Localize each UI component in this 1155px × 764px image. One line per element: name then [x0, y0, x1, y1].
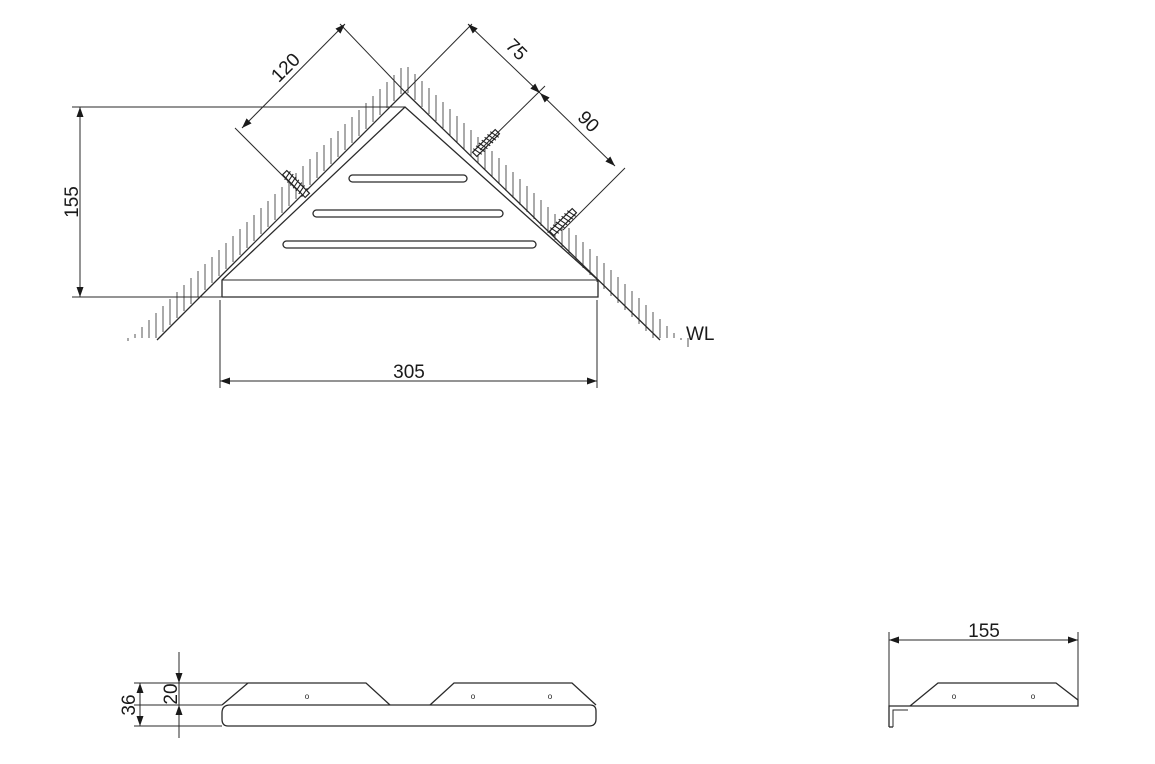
screw-hole-mark: o	[548, 692, 553, 701]
dimension-width-label: 305	[393, 362, 425, 383]
screw-icon	[281, 169, 311, 199]
drain-slot-2	[312, 209, 504, 218]
wall-label: WL	[686, 324, 715, 345]
screw-hole-mark: o	[952, 692, 957, 701]
wall-line-left	[156, 91, 406, 341]
dimension-left-side-label: 120	[267, 49, 304, 86]
screw-rib	[552, 224, 562, 231]
extension-line	[339, 23, 406, 93]
screw-rib	[561, 215, 571, 223]
side-shelf-profile	[909, 682, 1079, 707]
dimension-line-left-side	[241, 23, 346, 129]
screw-rib	[487, 134, 497, 141]
shelf-outline	[221, 106, 599, 298]
extension-line	[562, 167, 626, 231]
side-wall-bracket	[888, 705, 910, 727]
screw-icon	[471, 128, 501, 158]
screw-rib	[484, 136, 494, 144]
wall-hatching-left	[127, 68, 402, 341]
screw-hole-mark: o	[305, 692, 310, 701]
front-view: o o o 36 20	[119, 652, 597, 738]
screw-rib	[481, 139, 491, 147]
wall-screws	[281, 128, 578, 237]
extension-line	[404, 23, 473, 93]
extension-line	[234, 127, 298, 191]
screw-hole-mark: o	[1031, 692, 1036, 701]
screw-rib	[472, 148, 483, 155]
screw-rib	[489, 131, 500, 138]
dimension-line-screw-offset	[467, 23, 541, 94]
screw-rib	[475, 145, 485, 152]
screw-rib	[301, 187, 308, 198]
dimension-rail-height-label: 20	[161, 683, 182, 704]
screw-icon	[548, 207, 578, 237]
screw-rib	[549, 227, 560, 234]
drain-slot-3	[282, 240, 537, 249]
front-base-plate	[221, 704, 597, 727]
dimension-side-depth-label: 155	[968, 621, 1000, 642]
front-rail-left	[221, 682, 391, 706]
screw-rib	[566, 210, 577, 217]
extension-line	[479, 85, 546, 151]
screw-rib	[298, 185, 305, 195]
dimension-screw-spacing-label: 90	[573, 107, 603, 137]
front-rail-right	[429, 682, 597, 706]
drain-slot-1	[348, 174, 468, 183]
side-wall-bracket-inner	[892, 709, 908, 727]
wall-line-right	[404, 91, 661, 341]
dimension-line-screw-spacing	[539, 92, 616, 167]
dimension-total-height-label: 36	[119, 694, 140, 715]
screw-rib	[564, 213, 574, 220]
top-view: 305 155 120 75 90 WL	[62, 23, 715, 388]
side-view: o o 155	[888, 621, 1079, 728]
wall-hatching-right	[407, 67, 689, 347]
screw-rib	[478, 142, 488, 150]
screw-rib	[555, 221, 565, 229]
screw-rib	[558, 218, 568, 226]
dimension-depth-label: 155	[62, 186, 83, 218]
screw-hole-mark: o	[471, 692, 476, 701]
